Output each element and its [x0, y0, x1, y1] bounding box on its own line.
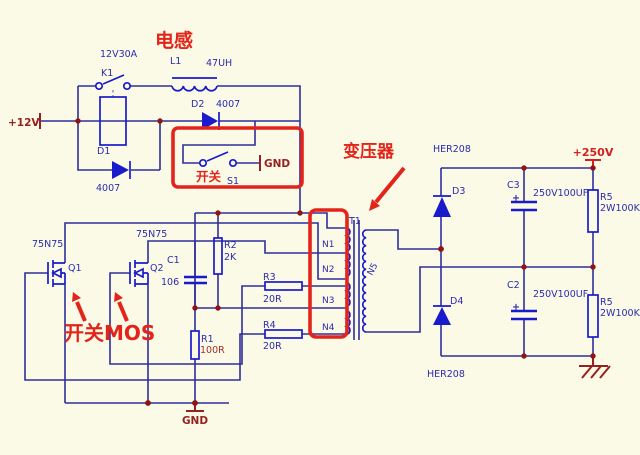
- r1-value-label: 100R: [200, 345, 225, 356]
- d3-ref-label: D3: [452, 186, 465, 197]
- switch-s1: GND 开关 S1: [196, 151, 290, 187]
- c1-value-label: 106: [161, 277, 179, 288]
- junction-dots: [75, 118, 596, 406]
- c3-value-label: 250V100UF: [533, 188, 588, 199]
- relay-k1: 12V30A K1: [94, 49, 138, 146]
- wires: [24, 85, 594, 404]
- t1-n4-label: N4: [322, 323, 335, 333]
- gnd-main-label: GND: [182, 415, 208, 427]
- t1-n2-label: N2: [322, 265, 334, 275]
- inductor-annotation: 电感: [155, 29, 193, 52]
- t1-n5-label: N5: [366, 262, 381, 278]
- arrow-to-q1: [72, 292, 87, 322]
- mosfet-q2: 75N75 Q2: [129, 229, 167, 287]
- l1-ref-label: L1: [170, 56, 181, 67]
- r1-ref-label: R1: [201, 334, 214, 345]
- resistor-r4: R4 20R: [263, 320, 303, 352]
- primary-highlight-box: [308, 208, 349, 339]
- r3-value-label: 20R: [263, 294, 282, 305]
- v250-power: +250V: [573, 146, 614, 168]
- q2-ref-label: Q2: [150, 263, 164, 274]
- c2-plus-sign: +: [512, 302, 520, 313]
- t1-n3-label: N3: [322, 296, 334, 306]
- q2-part-label: 75N75: [136, 229, 167, 240]
- r4-ref-label: R4: [263, 320, 276, 331]
- resistor-r1: R1 100R: [190, 330, 225, 360]
- c3-ref-label: C3: [507, 180, 520, 191]
- earth-ground-symbol: [579, 356, 611, 379]
- r2-ref-label: R2: [224, 240, 237, 251]
- diode-d2: D2 4007: [191, 99, 240, 130]
- arrow-to-q2: [114, 292, 129, 322]
- resistor-r5-bottom: R5 2W100K: [587, 294, 640, 338]
- transformer-t1: T1 N1 N2 N3 N4 N5: [322, 216, 381, 340]
- diode-d1: D1 4007: [96, 146, 131, 194]
- q1-part-label: 75N75: [32, 239, 63, 250]
- switch-gnd-label: GND: [264, 158, 290, 170]
- arrow-to-transformer: [369, 166, 406, 211]
- c2-value-label: 250V100UF: [533, 289, 588, 300]
- s1-ref-label: S1: [227, 176, 239, 187]
- r3-ref-label: R3: [263, 272, 276, 283]
- capacitor-c2: C2 250V100UF +: [507, 280, 588, 321]
- d1-ref-label: D1: [97, 146, 110, 157]
- k1-value-label: 12V30A: [100, 49, 138, 60]
- d1-value-label: 4007: [96, 183, 120, 194]
- q1-ref-label: Q1: [68, 263, 82, 274]
- d4-ref-label: D4: [450, 296, 463, 307]
- r5-top-ref-label: R5: [600, 192, 613, 203]
- r5-bottom-ref-label: R5: [600, 297, 613, 308]
- gnd-main-symbol: GND: [182, 403, 208, 427]
- capacitor-c1: C1 106: [161, 255, 207, 288]
- r5-top-value-label: 2W100K: [600, 203, 640, 214]
- resistor-r2: R2 2K: [213, 237, 237, 275]
- switch-annotation: 开关: [196, 169, 222, 184]
- switch-mos-annotation: 开关MOS: [64, 321, 155, 345]
- switch-highlight-box: [171, 126, 304, 189]
- capacitor-c3: C3 250V100UF +: [507, 180, 588, 212]
- resistor-r3: R3 20R: [263, 272, 303, 305]
- diode-d3: D3 HER208: [433, 144, 471, 217]
- d2-ref-label: D2: [191, 99, 204, 110]
- c1-ref-label: C1: [167, 255, 180, 266]
- red-annotations: 电感 变压器 开关MOS: [64, 29, 406, 345]
- r2-value-label: 2K: [224, 252, 237, 263]
- r5-bottom-value-label: 2W100K: [600, 308, 640, 319]
- transformer-annotation: 变压器: [343, 141, 395, 162]
- k1-ref-label: K1: [101, 68, 113, 79]
- l1-value-label: 47UH: [206, 58, 232, 69]
- c2-ref-label: C2: [507, 280, 520, 291]
- v12-power: +12V: [8, 113, 41, 129]
- resistor-r5-top: R5 2W100K: [587, 189, 640, 233]
- v12-label: +12V: [8, 117, 40, 129]
- t1-ref-label: T1: [348, 216, 361, 227]
- d4-part-label: HER208: [427, 369, 465, 380]
- mosfet-q1: 75N75 Q1: [32, 239, 82, 287]
- inductor-l1: L1 47UH: [170, 56, 232, 92]
- c3-plus-sign: +: [512, 193, 520, 204]
- v250-label: +250V: [573, 146, 614, 159]
- r4-value-label: 20R: [263, 341, 282, 352]
- d3-part-label: HER208: [433, 144, 471, 155]
- d2-value-label: 4007: [216, 99, 240, 110]
- diode-d4: D4 HER208: [427, 296, 465, 380]
- t1-n1-label: N1: [322, 240, 334, 250]
